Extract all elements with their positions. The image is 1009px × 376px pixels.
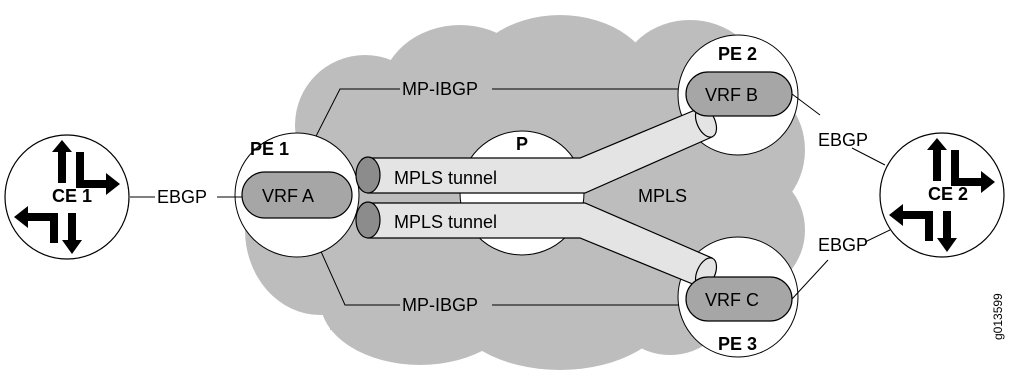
mp-ibgp-top-label: MP-IBGP [402,79,478,99]
ce1-label: CE 1 [52,186,92,206]
ce1-router [4,134,130,260]
ebgp-pe2-label: EBGP [818,130,868,150]
tunnel-upper-near-end [355,156,381,194]
vrf-c-label: VRF C [705,290,759,310]
tunnel-lower-near-end [355,201,381,239]
mpls-tunnel-lower-label: MPLS tunnel [394,212,497,232]
vrf-b-label: VRF B [705,85,758,105]
ebgp-pe3-line [791,229,891,300]
figure-id: g013599 [991,293,1005,340]
vrf-a-label: VRF A [262,186,314,206]
ebgp-pe3-label: EBGP [818,235,868,255]
ce2-label: CE 2 [928,184,968,204]
mpls-cloud-label: MPLS [638,186,687,206]
mpls-tunnel-upper-label: MPLS tunnel [394,168,497,188]
mp-ibgp-bottom-line [309,226,690,306]
pe2-label: PE 2 [718,44,757,64]
mp-ibgp-top-line [309,88,690,149]
ebgp-ce1-label: EBGP [157,187,207,207]
pe3-label: PE 3 [718,334,757,354]
mp-ibgp-bottom-label: MP-IBGP [402,295,478,315]
pe1-label: PE 1 [250,139,289,159]
p-label: P [516,134,528,154]
vrf-a-box [241,171,353,219]
ce2-router [879,132,1005,258]
ebgp-pe2-line [791,93,886,166]
